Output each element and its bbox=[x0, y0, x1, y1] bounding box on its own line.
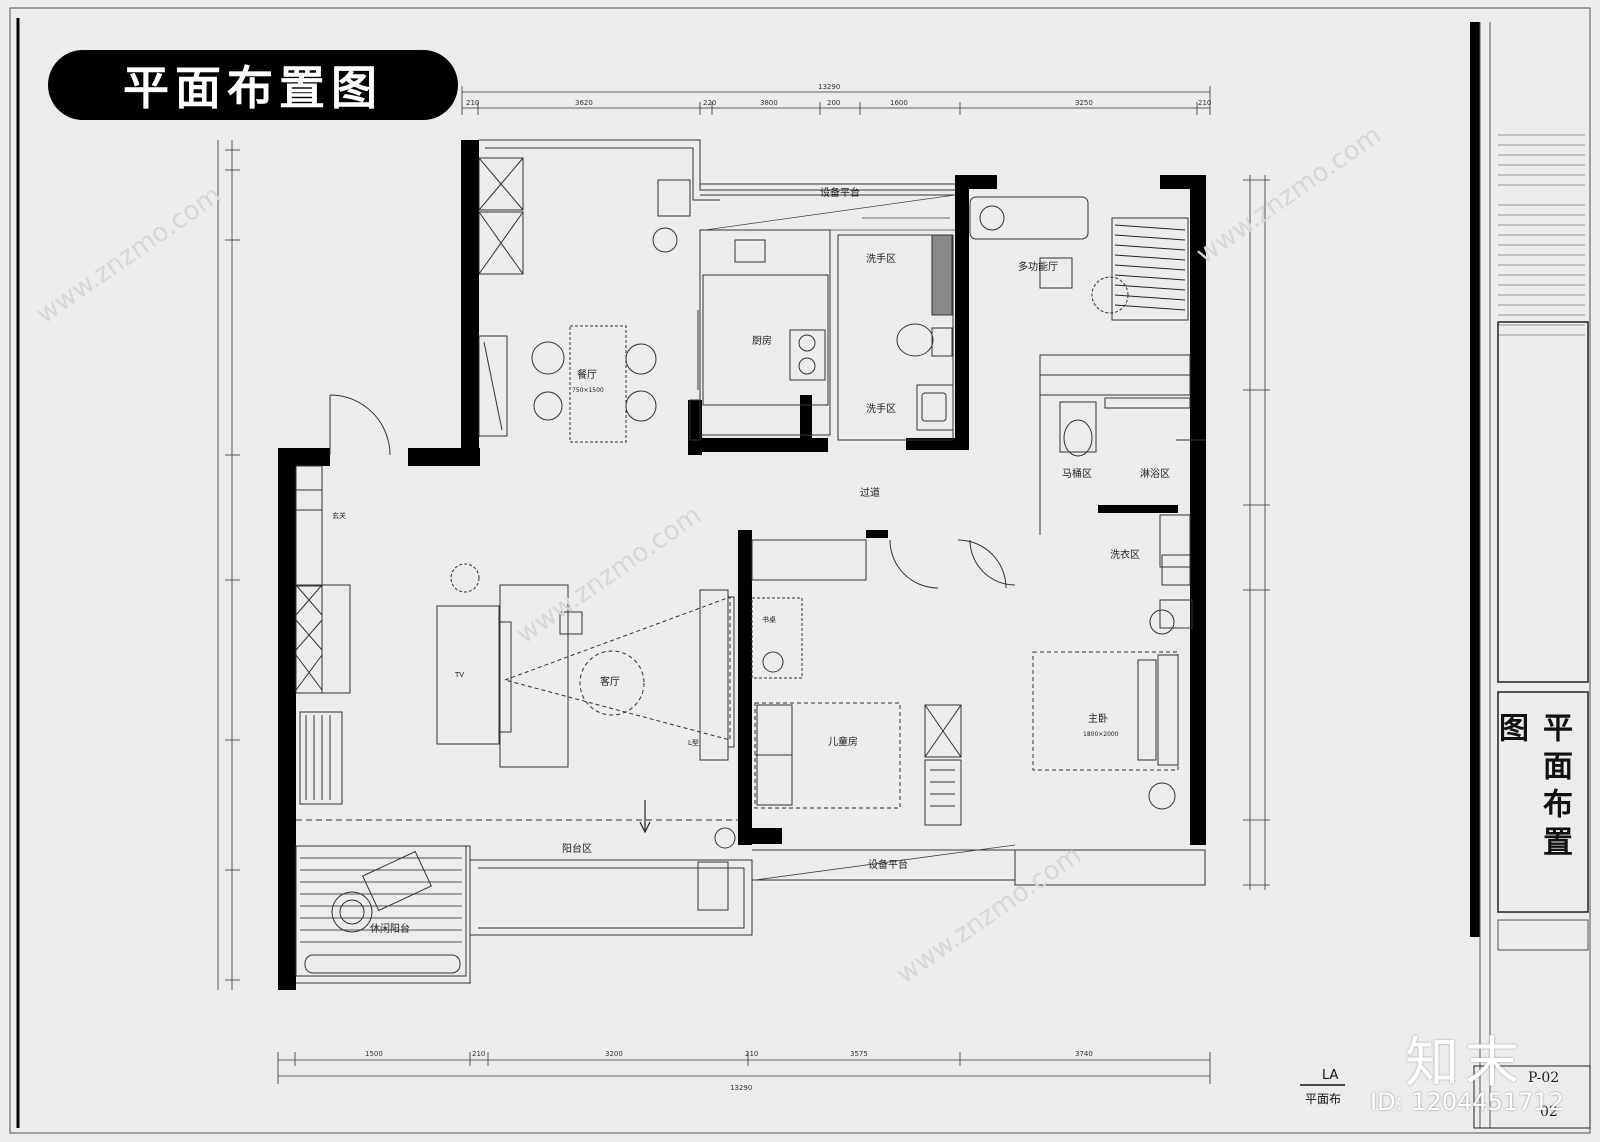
dimension-top-labels: 210 3620 220 3800 200 1600 3250 210 13290 bbox=[466, 83, 1211, 107]
label-toilet: 洗手区 bbox=[866, 252, 896, 265]
dimension-right bbox=[1243, 175, 1270, 890]
svg-text:3800: 3800 bbox=[760, 99, 778, 107]
label-wash-top: 洗手区 bbox=[866, 402, 896, 415]
kitchen-layout bbox=[689, 229, 831, 441]
titleblock-box-lower bbox=[1497, 691, 1589, 913]
bath-suite bbox=[1039, 354, 1193, 629]
dimension-bottom-labels: 1500 210 3200 210 3575 3740 13290 bbox=[365, 1050, 1093, 1092]
label-kitchen: 厨房 bbox=[752, 334, 772, 347]
label-living: 客厅 bbox=[600, 675, 620, 688]
dimension-top bbox=[461, 86, 1211, 115]
entry-arrow bbox=[639, 800, 651, 834]
label-balcony: 阳台区 bbox=[562, 842, 592, 855]
label-tv: TV bbox=[454, 671, 464, 679]
sheet-number: P-02 bbox=[1528, 1070, 1560, 1086]
svg-text:220: 220 bbox=[703, 99, 716, 107]
titleblock-vertical-title: 平面布置图 bbox=[1493, 712, 1572, 864]
label-laundry: 洗衣区 bbox=[1110, 548, 1140, 561]
layout-name: 平面布 bbox=[1305, 1092, 1342, 1106]
svg-text:3250: 3250 bbox=[1075, 99, 1093, 107]
master-bedroom-furniture bbox=[969, 539, 1179, 810]
label-kids-room: 儿童房 bbox=[828, 735, 858, 748]
fridge-cabinets bbox=[478, 157, 524, 437]
label-entrance: 玄关 bbox=[332, 511, 346, 520]
svg-text:3740: 3740 bbox=[1075, 1050, 1093, 1058]
kids-room-furniture bbox=[751, 539, 901, 809]
svg-text:200: 200 bbox=[827, 99, 840, 107]
label-dining-size: 750×1500 bbox=[572, 387, 604, 394]
svg-text:3200: 3200 bbox=[605, 1050, 623, 1058]
svg-text:1600: 1600 bbox=[890, 99, 908, 107]
equipment-platform-top bbox=[704, 194, 956, 231]
label-master: 主卧 bbox=[1088, 712, 1108, 725]
label-corridor: 过道 bbox=[860, 486, 880, 499]
sheet-border-right bbox=[1470, 22, 1480, 937]
svg-text:210: 210 bbox=[1198, 99, 1211, 107]
svg-text:210: 210 bbox=[466, 99, 479, 107]
equipment-platform-bottom bbox=[754, 844, 1016, 881]
label-shower-area: 淋浴区 bbox=[1140, 467, 1170, 480]
label-multi-room: 多功能厅 bbox=[1018, 260, 1058, 273]
page-title: 平面布置图 bbox=[48, 50, 458, 120]
sheet-number-short: 02 bbox=[1540, 1104, 1558, 1120]
dimension-bottom bbox=[277, 1052, 1211, 1084]
layout-code: LA bbox=[1322, 1068, 1339, 1083]
brand-logo: 知末 bbox=[1405, 1031, 1525, 1094]
room-labels: 设备平台 餐厅 750×1500 厨房 洗手区 洗手区 多功能厅 过道 客厅 儿… bbox=[332, 186, 1170, 935]
svg-text:13290: 13290 bbox=[730, 1084, 752, 1092]
multi-room-furniture bbox=[969, 196, 1189, 321]
label-equipment-platform-top: 设备平台 bbox=[820, 186, 860, 199]
label-living-sofa: L型 bbox=[688, 738, 699, 747]
toilet-room bbox=[837, 234, 954, 441]
svg-text:210: 210 bbox=[472, 1050, 485, 1058]
entrance-cabinets bbox=[295, 465, 351, 805]
label-equipment-platform-bottom: 设备平台 bbox=[868, 858, 908, 871]
label-kids-desk: 书桌 bbox=[762, 615, 776, 624]
titleblock-notes bbox=[1498, 134, 1585, 336]
svg-text:210: 210 bbox=[745, 1050, 758, 1058]
image-id: ID: 1204451712 bbox=[1370, 1088, 1564, 1116]
titleblock-box-upper bbox=[1497, 321, 1589, 683]
balcony-furniture bbox=[295, 827, 736, 977]
label-master-size: 1800×2000 bbox=[1083, 731, 1119, 738]
dimension-left bbox=[217, 140, 240, 990]
living-room-furniture bbox=[296, 563, 738, 821]
walls bbox=[278, 140, 1206, 990]
corridor-storage bbox=[889, 539, 1007, 826]
svg-text:1500: 1500 bbox=[365, 1050, 383, 1058]
dining-set bbox=[531, 179, 691, 443]
svg-text:13290: 13290 bbox=[818, 83, 840, 91]
svg-text:3575: 3575 bbox=[850, 1050, 868, 1058]
svg-text:3620: 3620 bbox=[575, 99, 593, 107]
entrance-door-swing bbox=[329, 394, 391, 456]
label-toilet-area: 马桶区 bbox=[1062, 467, 1092, 480]
label-dining: 餐厅 bbox=[577, 368, 597, 381]
label-leisure-balcony: 休闲阳台 bbox=[370, 922, 410, 935]
